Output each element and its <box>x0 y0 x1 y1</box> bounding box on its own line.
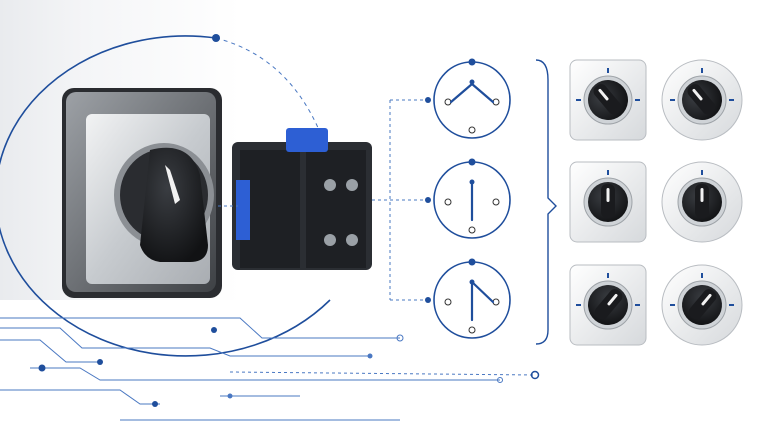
terminal-screw-icon <box>324 179 336 191</box>
trace-end-icon <box>530 370 540 380</box>
round-knob-right-icon <box>661 264 743 346</box>
schematic-bracket <box>372 99 428 301</box>
trace-end-icon <box>227 393 233 399</box>
schematic-group <box>433 58 511 339</box>
trace-end-icon <box>367 353 373 359</box>
switch-schematic-left-icon <box>433 58 511 139</box>
contact-block <box>232 128 372 270</box>
variants-bracket <box>535 59 557 345</box>
contact-blue-side <box>236 180 250 240</box>
trace-end-icon <box>497 377 503 383</box>
square-knob-left-icon <box>569 59 647 141</box>
circuit-traces <box>0 317 536 421</box>
trace-end-icon <box>152 401 158 407</box>
terminal-screw-icon <box>346 234 358 246</box>
orbit-node-icon <box>211 327 217 333</box>
main-rotary-switch <box>62 88 222 298</box>
variant-tiles <box>569 59 743 346</box>
round-knob-left-icon <box>661 59 743 141</box>
switch-schematic-center-icon <box>433 158 511 239</box>
bracket-node-icon <box>425 197 431 203</box>
main-knob-icon <box>140 147 208 262</box>
terminal-screw-icon <box>346 179 358 191</box>
square-knob-right-icon <box>569 264 647 346</box>
switch-schematic-right-icon <box>433 258 511 339</box>
knob-indicator-icon <box>165 165 180 204</box>
square-knob-center-icon <box>569 161 647 243</box>
trace-end-icon <box>396 334 404 342</box>
round-knob-center-icon <box>661 161 743 243</box>
terminal-screw-icon <box>324 234 336 246</box>
trace-end-icon <box>97 359 103 365</box>
trace-end-icon <box>38 364 46 372</box>
contact-blue-cap <box>286 128 328 152</box>
bracket-node-icon <box>425 97 431 103</box>
orbit-node-icon <box>212 34 220 42</box>
orbit-arc <box>0 35 331 357</box>
orbit-dashed-arc <box>215 37 331 161</box>
bracket-node-icon <box>425 297 431 303</box>
